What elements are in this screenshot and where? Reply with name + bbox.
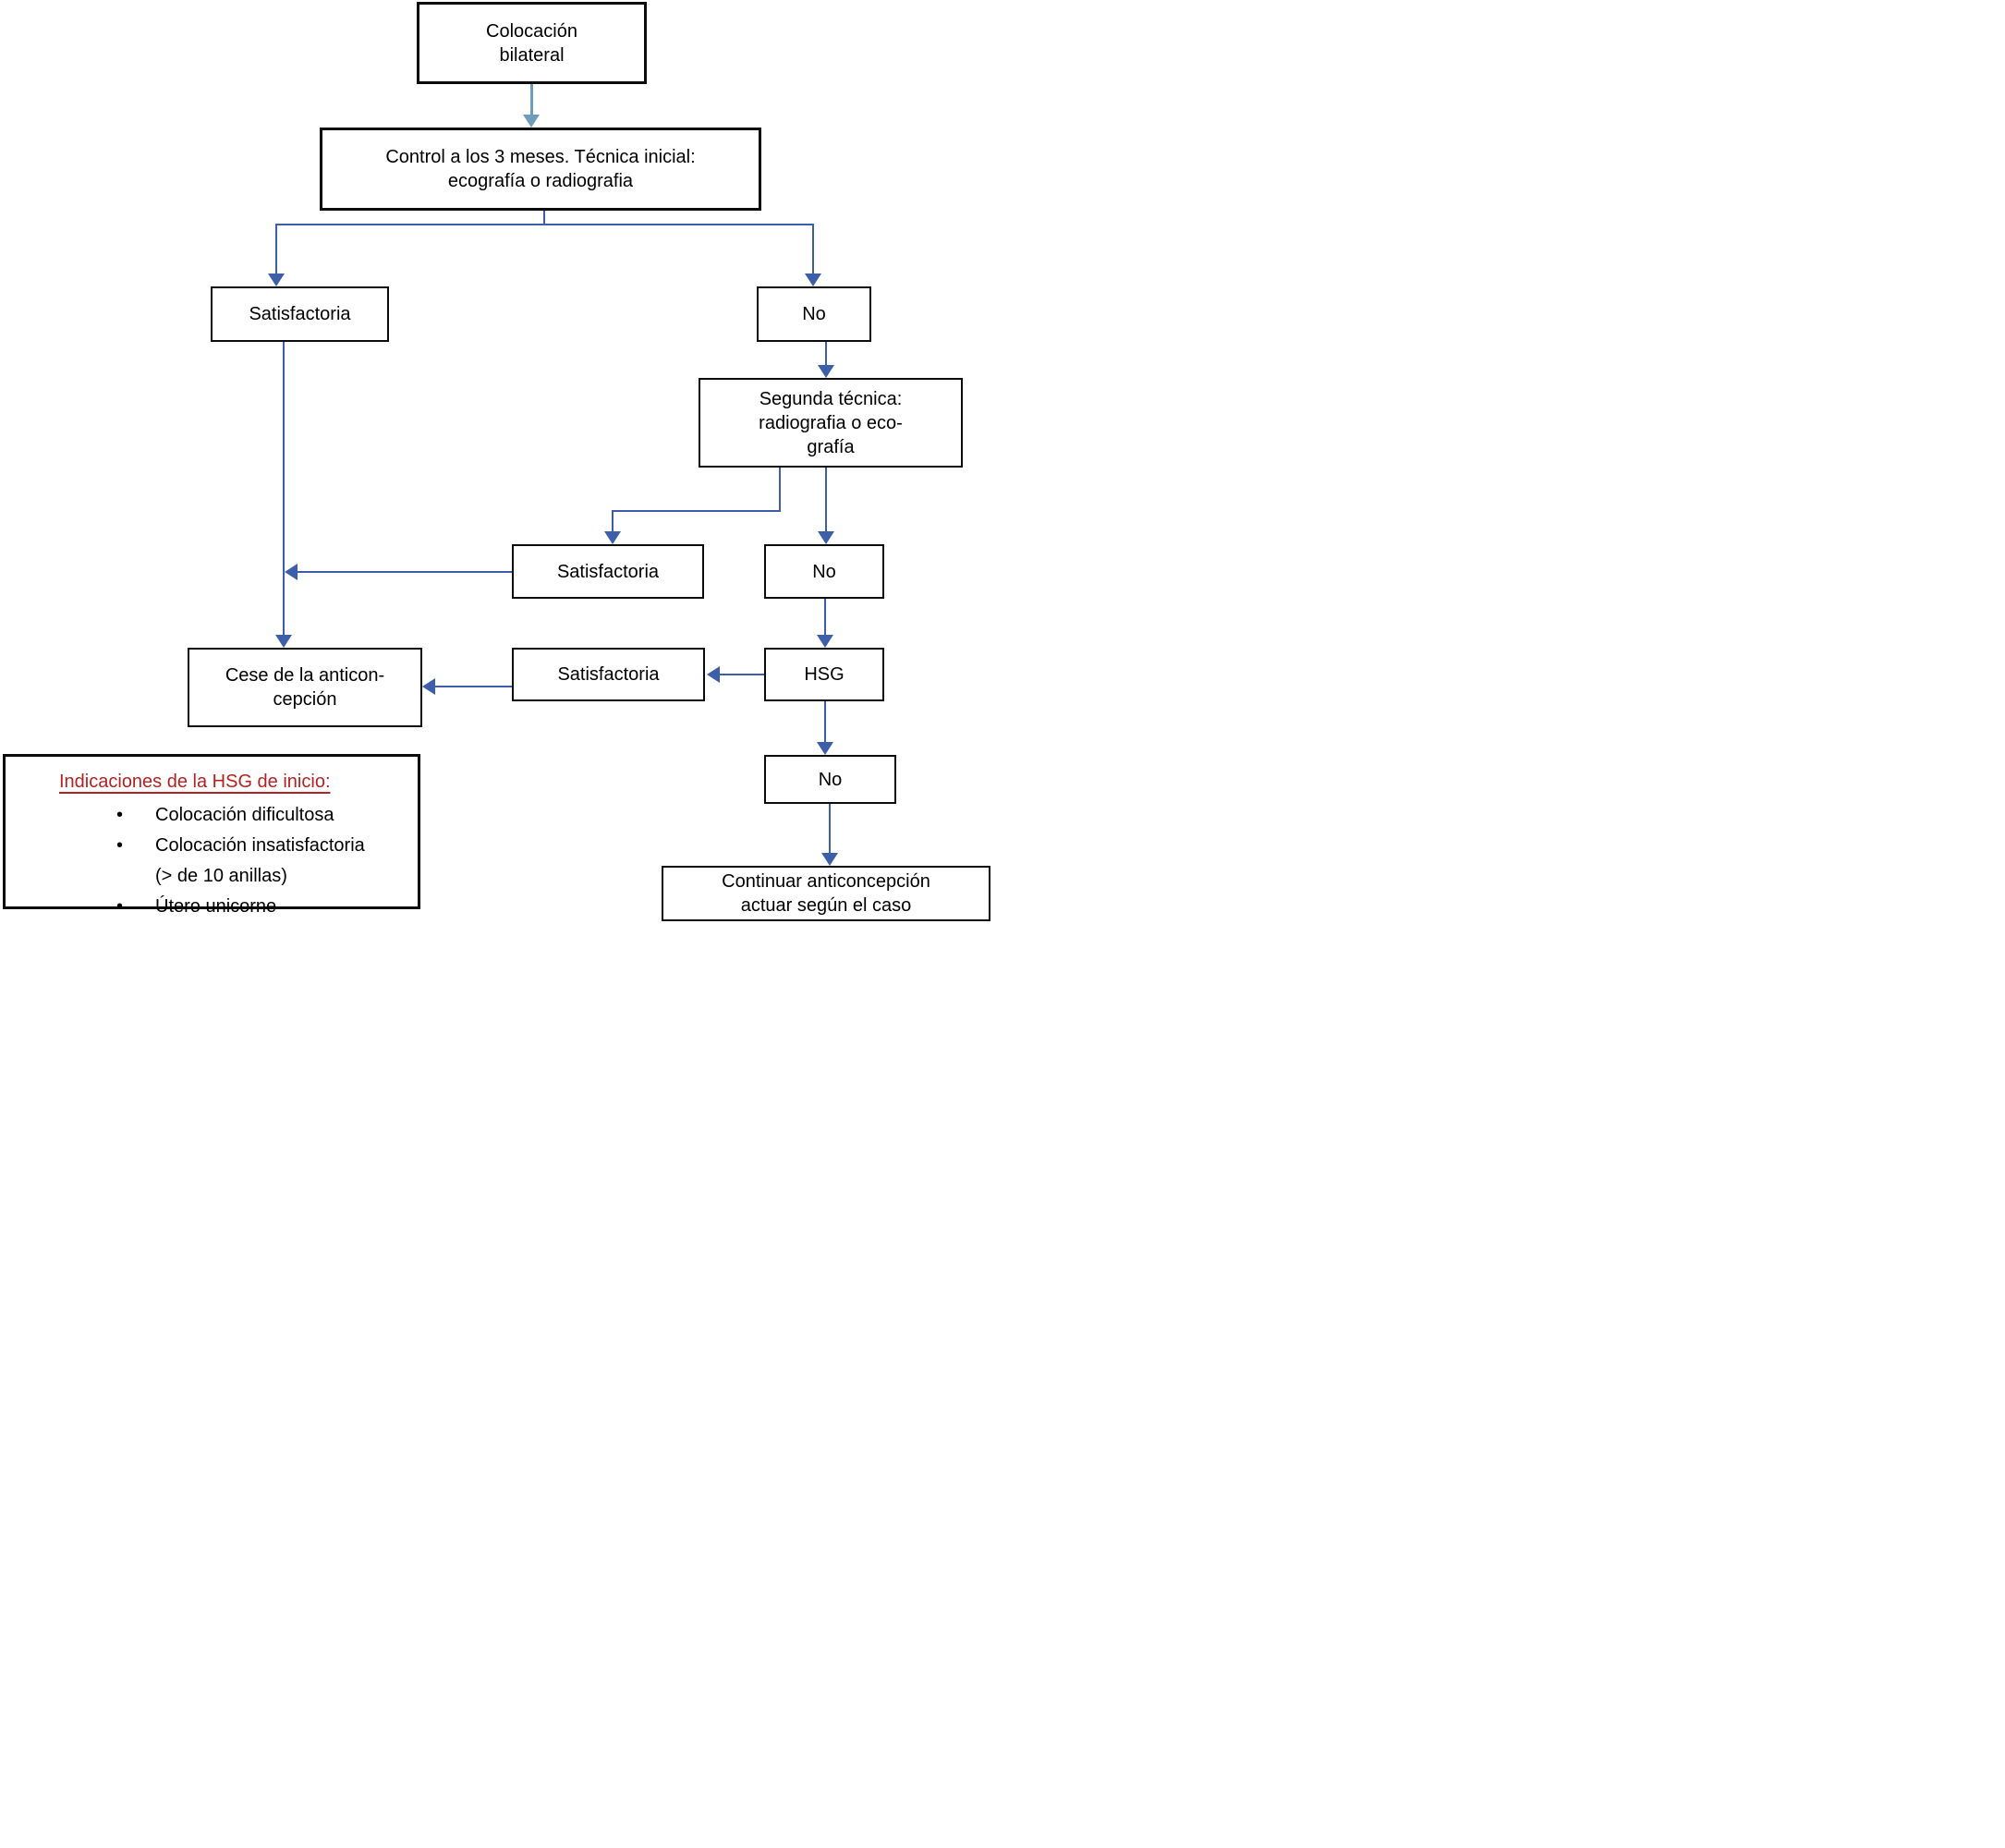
arrowhead-into-continuar [821, 853, 838, 866]
node-satisfactoria-3: Satisfactoria [512, 648, 705, 701]
node-continuar-anticoncepcion-line2: actuar según el caso [740, 895, 912, 916]
connector-satisfactoria3-cese-line [435, 686, 512, 687]
node-no-2-label: No [812, 561, 836, 582]
node-segunda-tecnica: Segunda técnica: radiografia o eco- graf… [699, 378, 963, 468]
node-continuar-anticoncepcion: Continuar anticoncepción actuar según el… [662, 866, 990, 921]
arrowhead-into-no2 [818, 531, 834, 544]
node-no-1-label: No [802, 304, 826, 324]
connector-colocacion-control-line [530, 84, 533, 116]
arrowhead-into-no1 [805, 274, 821, 286]
node-cese-anticoncepcion-line2: cepción [273, 689, 337, 710]
indications-panel: Indicaciones de la HSG de inicio: • Colo… [3, 754, 420, 917]
connector-segunda-elbow-across [612, 510, 781, 512]
node-cese-anticoncepcion: Cese de la anticon- cepción [188, 648, 422, 727]
node-satisfactoria-2: Satisfactoria [512, 544, 704, 599]
node-satisfactoria-3-label: Satisfactoria [557, 664, 660, 685]
node-cese-anticoncepcion-line1: Cese de la anticon- [225, 665, 385, 686]
connector-no1-segunda-line [825, 342, 827, 365]
connector-hsg-satisfactoria3-line [720, 674, 764, 675]
indications-item-3-text: Útero unicorne [155, 896, 277, 917]
node-no-3-label: No [818, 769, 843, 790]
arrowhead-into-satisfactoria3 [707, 666, 720, 683]
connector-no2-hsg-line [824, 599, 826, 635]
node-colocacion-bilateral: Colocación bilateral [417, 2, 647, 84]
arrowhead-into-cese-right [422, 678, 435, 695]
node-no-1: No [757, 286, 871, 342]
node-hsg: HSG [764, 648, 884, 701]
indications-title: Indicaciones de la HSG de inicio: [59, 772, 331, 792]
node-segunda-tecnica-line2: radiografia o eco- [759, 412, 903, 433]
node-continuar-anticoncepcion-line1: Continuar anticoncepción [722, 871, 930, 892]
connector-no3-continuar-line [829, 804, 831, 853]
bullet-icon: • [116, 835, 124, 856]
indications-item-2b-text: (> de 10 anillas) [155, 866, 287, 886]
node-no-2: No [764, 544, 884, 599]
node-satisfactoria-1-label: Satisfactoria [249, 304, 351, 324]
node-no-3: No [764, 755, 896, 804]
connector-segunda-elbow-down [779, 468, 781, 510]
node-hsg-label: HSG [804, 664, 845, 685]
indications-item-3: • Útero unicorne [6, 892, 418, 922]
connector-segunda-elbow-drop [612, 510, 614, 531]
arrowhead-into-satisfactoria2 [604, 531, 621, 544]
node-control-3-meses-line1: Control a los 3 meses. Técnica inicial: [385, 147, 696, 167]
node-control-3-meses-line2: ecografía o radiografia [447, 171, 634, 191]
node-segunda-tecnica-line3: grafía [807, 436, 855, 457]
indications-item-1-text: Colocación dificultosa [155, 805, 334, 825]
connector-hsg-no3-line [824, 701, 826, 742]
connector-split-horizontal [275, 224, 814, 225]
node-control-3-meses: Control a los 3 meses. Técnica inicial: … [320, 128, 761, 211]
arrowhead-into-cese [275, 635, 292, 648]
connector-satisfactoria1-cese-line [283, 342, 285, 635]
node-satisfactoria-2-label: Satisfactoria [556, 561, 660, 582]
connector-satisfactoria2-left-line [298, 571, 512, 573]
indications-item-1: • Colocación dificultosa [6, 800, 418, 831]
connector-split-left-line [275, 224, 277, 274]
bullet-icon: • [116, 896, 124, 917]
indications-item-2: • Colocación insatisfactoria [6, 831, 418, 861]
bullet-icon: • [116, 805, 124, 825]
connector-segunda-no2-line [825, 468, 827, 531]
indications-item-2-text: Colocación insatisfactoria [155, 835, 365, 856]
flowchart-canvas: Colocación bilateral Control a los 3 mes… [0, 0, 1002, 924]
arrowhead-into-satisfactoria1 [268, 274, 285, 286]
connector-control-split-stub [543, 211, 545, 224]
node-colocacion-bilateral-line2: bilateral [499, 44, 565, 66]
arrowhead-into-control [523, 115, 540, 128]
node-satisfactoria-1: Satisfactoria [211, 286, 389, 342]
node-segunda-tecnica-line1: Segunda técnica: [759, 388, 903, 409]
connector-split-right-line [812, 224, 814, 274]
arrowhead-into-hsg [817, 635, 833, 648]
indications-item-2-continuation: (> de 10 anillas) [6, 861, 418, 892]
arrowhead-into-no3 [817, 742, 833, 755]
arrowhead-satisfactoria2-to-cese-path [285, 564, 298, 580]
arrowhead-into-segunda [818, 365, 834, 378]
node-colocacion-bilateral-line1: Colocación [486, 20, 577, 42]
